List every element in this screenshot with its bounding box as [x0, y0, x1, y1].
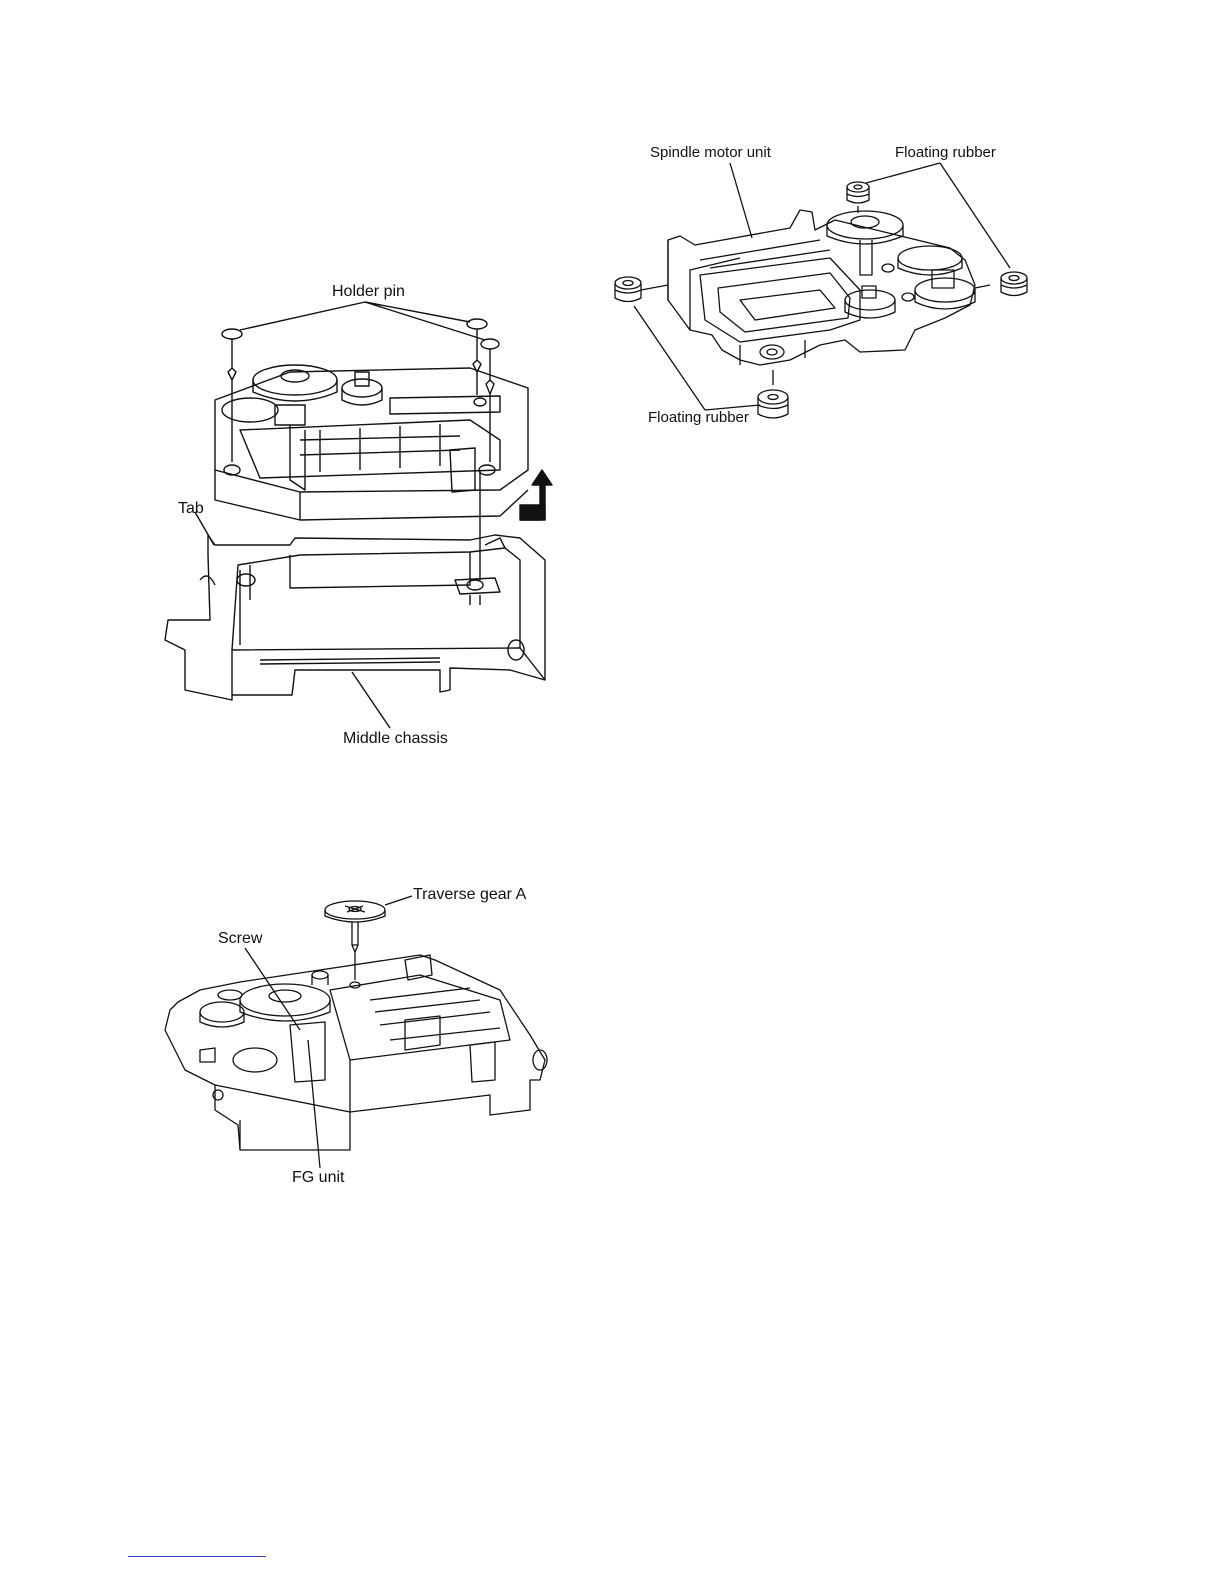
screw-label: Screw	[218, 930, 262, 948]
fg-unit-label: FG unit	[292, 1169, 344, 1187]
traverse-gear-a-label: Traverse gear A	[413, 886, 526, 904]
traverse-unit-bottom-drawing	[165, 948, 547, 1168]
footer-link-underline[interactable]	[128, 1556, 266, 1557]
